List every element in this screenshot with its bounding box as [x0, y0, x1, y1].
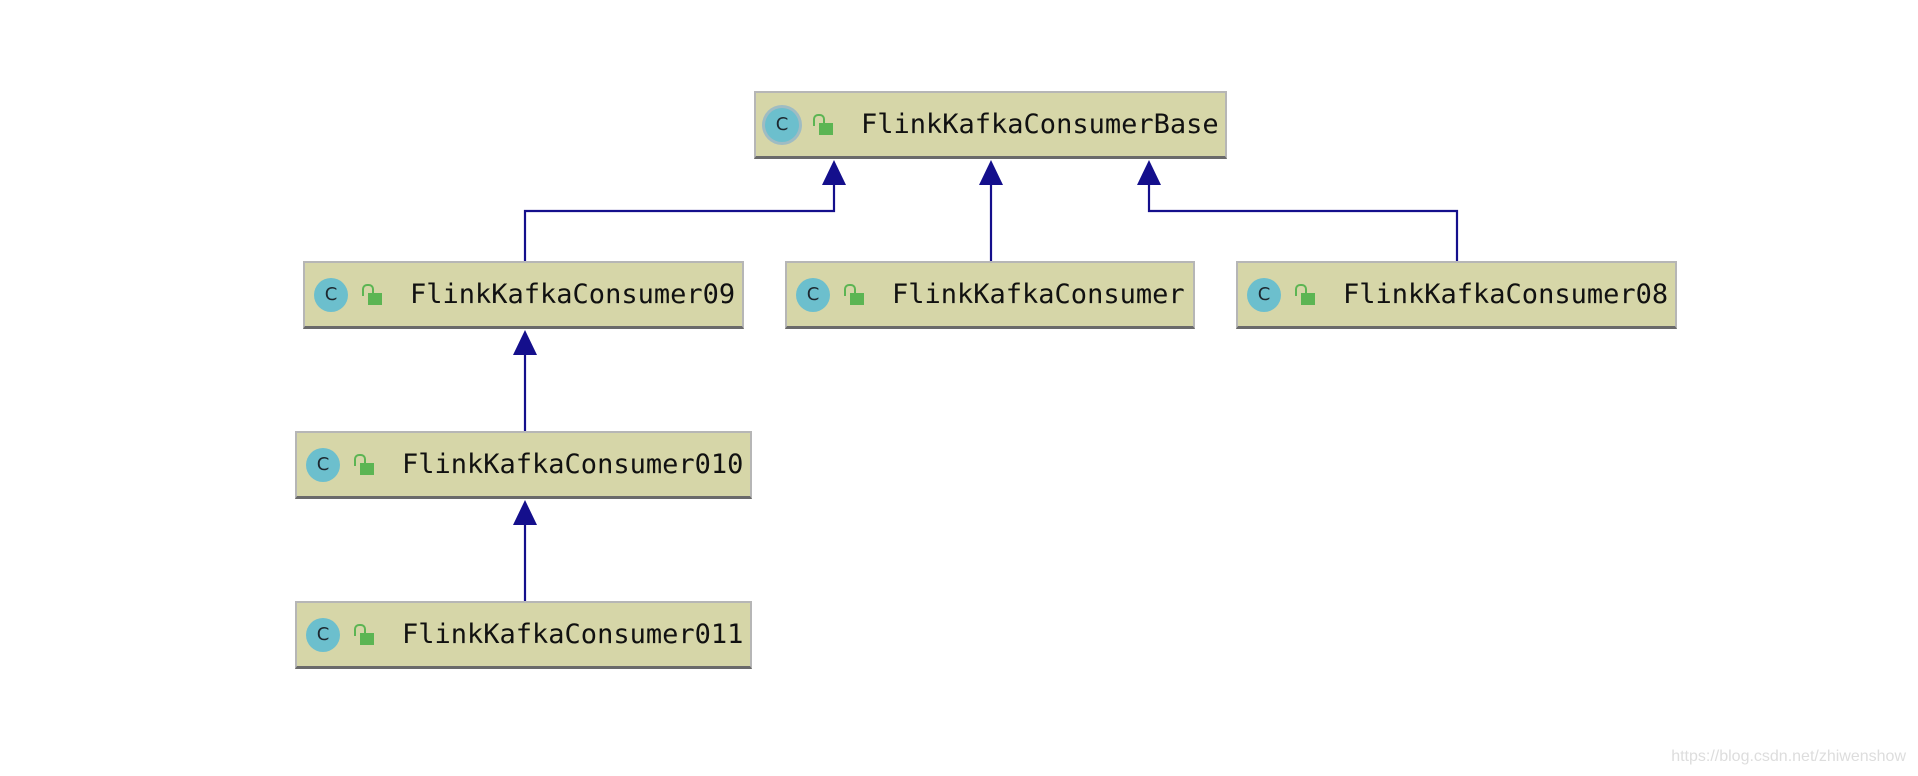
class-c-icon: C — [796, 277, 830, 312]
unlocked-lock-icon — [813, 113, 835, 137]
class-name: FlinkKafkaConsumer010 — [402, 449, 744, 480]
class-c-icon: C — [306, 617, 340, 652]
class-c-icon: C — [765, 107, 799, 142]
unlocked-lock-icon — [354, 453, 376, 477]
class-node-consumer09[interactable]: C FlinkKafkaConsumer09 — [303, 261, 744, 329]
arrowhead-c08-base — [1137, 160, 1161, 185]
edge-c09-to-base — [523, 183, 836, 262]
class-c-icon: C — [1247, 277, 1281, 312]
unlocked-lock-icon — [1295, 283, 1317, 307]
class-name: FlinkKafkaConsumerBase — [861, 109, 1219, 140]
arrowhead-c011-c010 — [513, 500, 537, 525]
unlocked-lock-icon — [354, 623, 376, 647]
edge-c08-to-base — [1147, 183, 1459, 262]
class-node-consumer08[interactable]: C FlinkKafkaConsumer08 — [1236, 261, 1677, 329]
class-name: FlinkKafkaConsumer011 — [402, 619, 744, 650]
class-node-consumer[interactable]: C FlinkKafkaConsumer — [785, 261, 1195, 329]
class-node-base[interactable]: C FlinkKafkaConsumerBase — [754, 91, 1227, 159]
class-c-icon: C — [314, 277, 348, 312]
watermark-text: https://blog.csdn.net/zhiwenshow — [1671, 748, 1906, 765]
class-name: FlinkKafkaConsumer — [892, 279, 1185, 310]
arrowhead-c010-c09 — [513, 330, 537, 355]
class-node-consumer011[interactable]: C FlinkKafkaConsumer011 — [295, 601, 752, 669]
class-c-icon: C — [306, 447, 340, 482]
arrowhead-c09-base — [822, 160, 846, 185]
unlocked-lock-icon — [844, 283, 866, 307]
arrowhead-c-base — [979, 160, 1003, 185]
class-name: FlinkKafkaConsumer08 — [1343, 279, 1669, 310]
unlocked-lock-icon — [362, 283, 384, 307]
class-name: FlinkKafkaConsumer09 — [410, 279, 736, 310]
class-node-consumer010[interactable]: C FlinkKafkaConsumer010 — [295, 431, 752, 499]
